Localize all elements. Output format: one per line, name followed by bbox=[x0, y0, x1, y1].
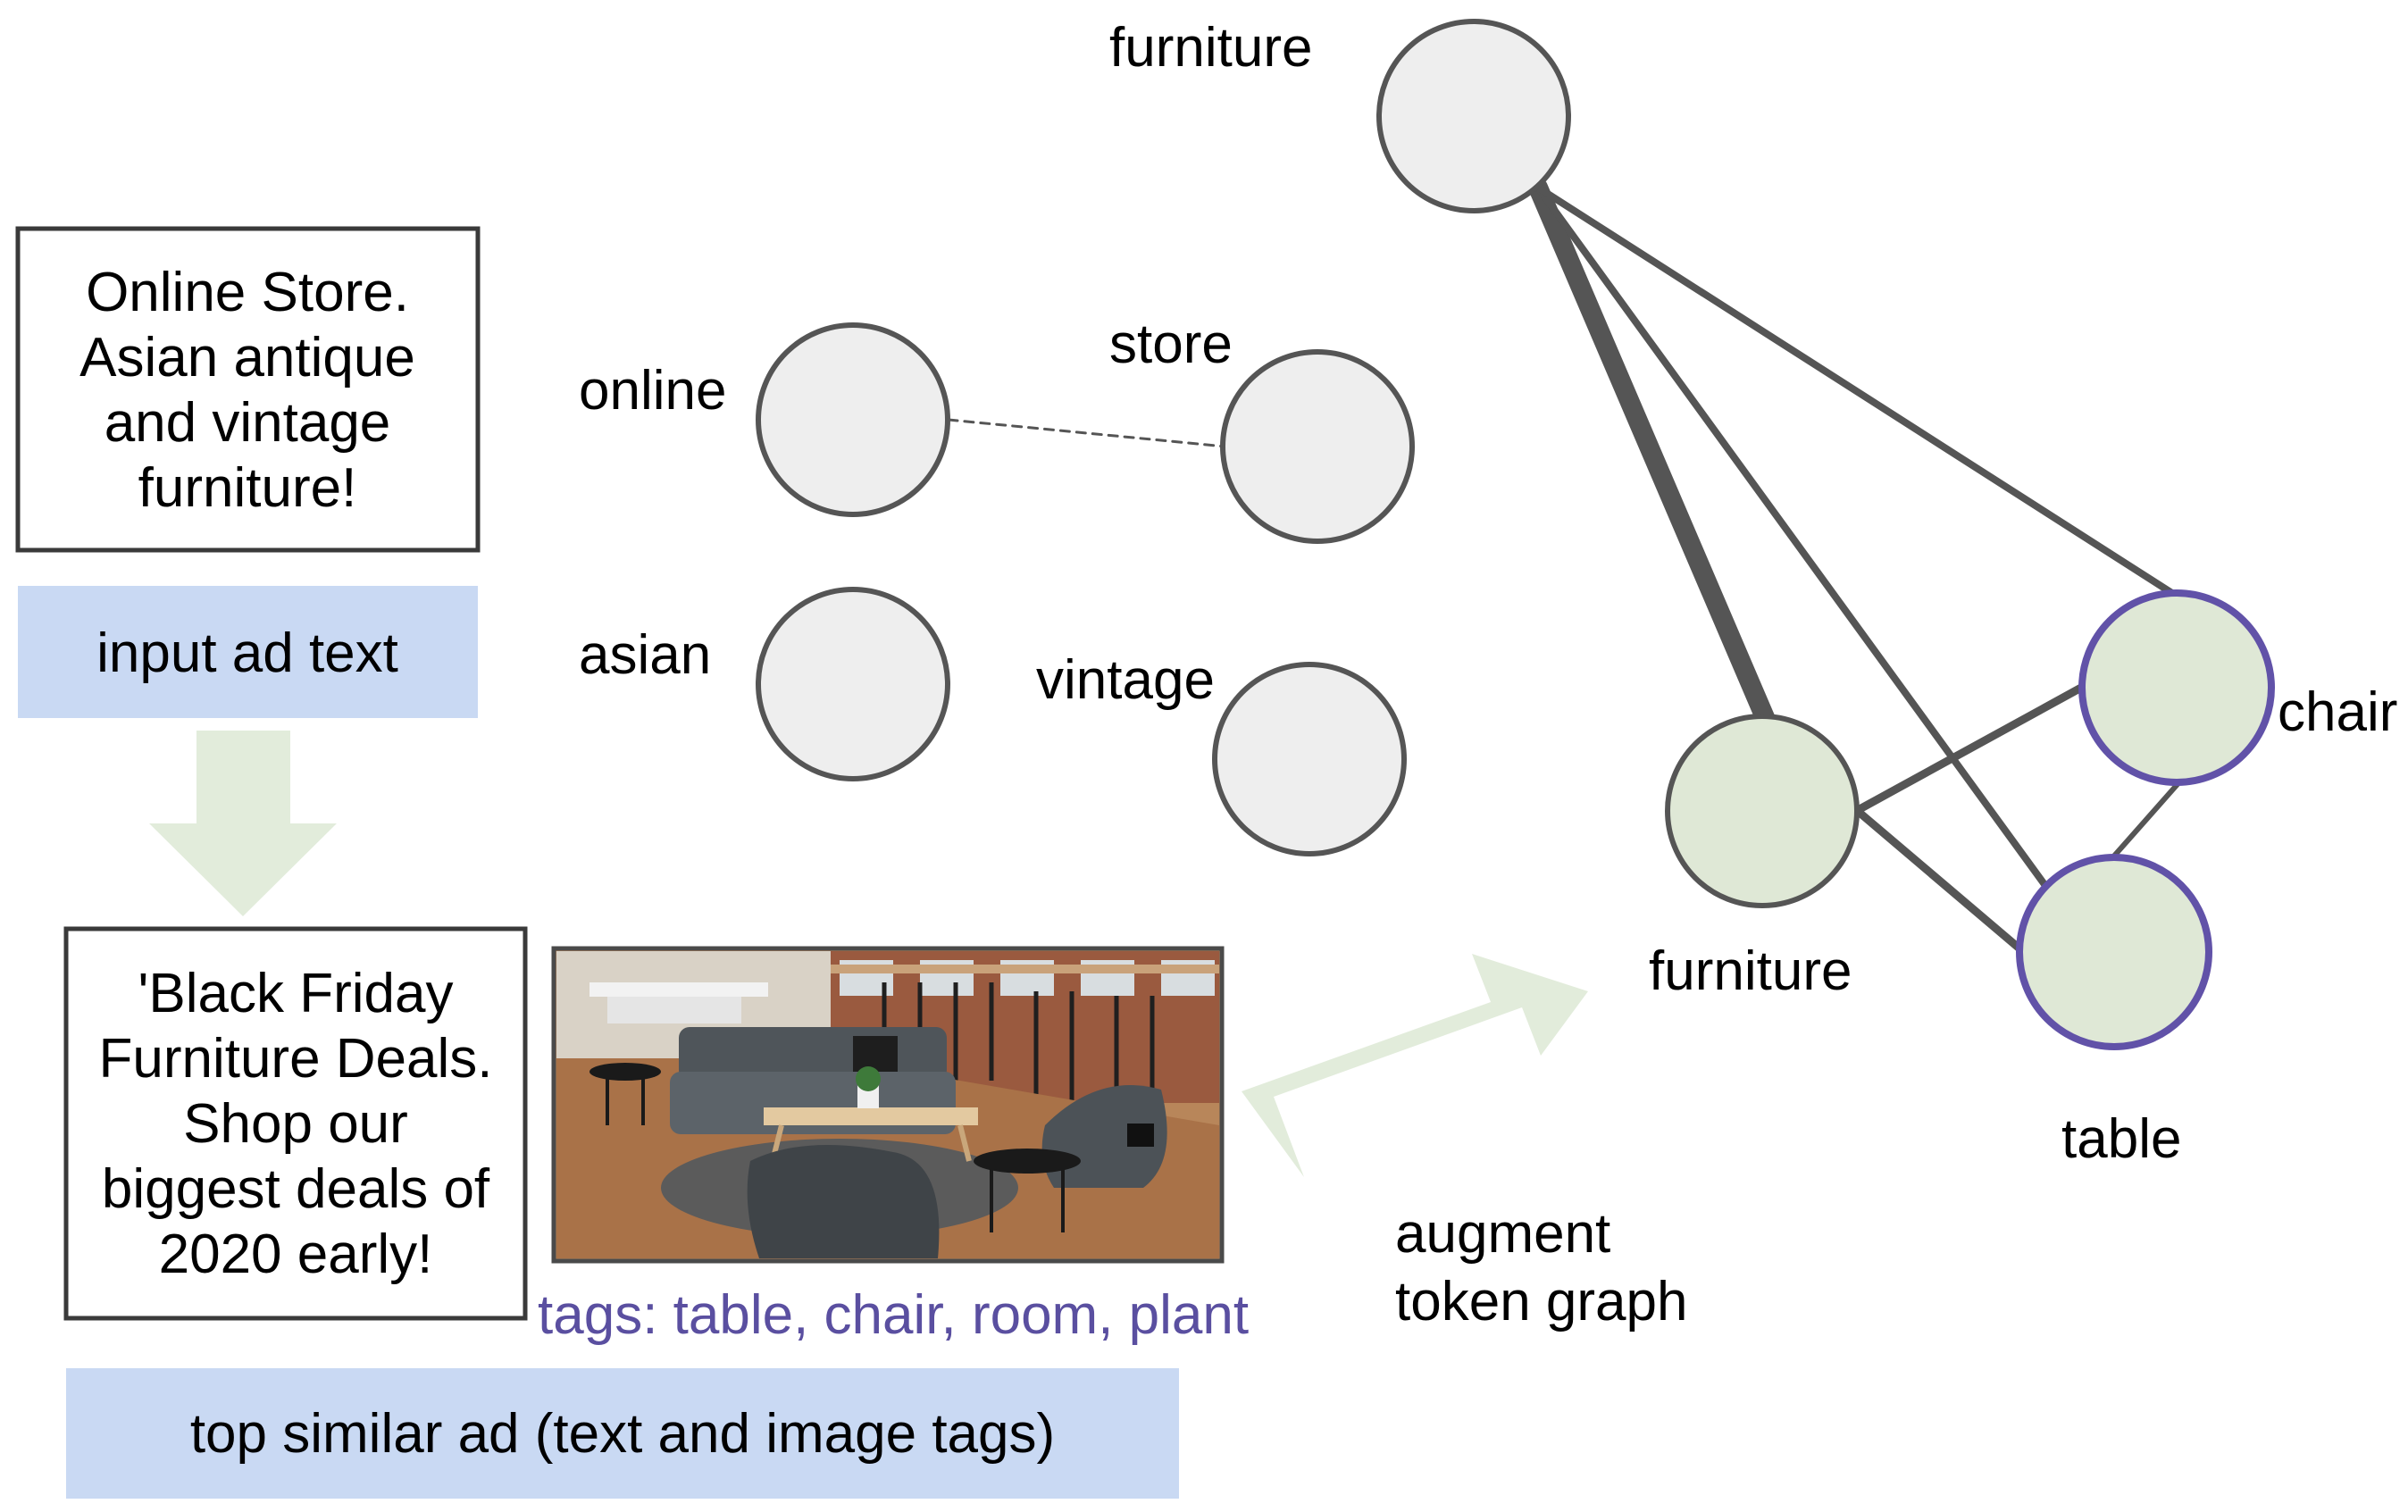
edge-chair-table bbox=[2107, 781, 2180, 864]
token-node-label: online bbox=[579, 360, 726, 422]
augmented-node-label: table bbox=[2061, 1108, 2181, 1170]
edge-furniture-top-table bbox=[1534, 184, 2054, 897]
edge-furniture-top-furniture-strong bbox=[1528, 178, 1777, 731]
edge-furniture-chair bbox=[1855, 683, 2086, 814]
token-node-label: vintage bbox=[1036, 649, 1215, 711]
token-node-online: online bbox=[579, 322, 950, 517]
similar-ad-card: 'Black Friday Furniture Deals. Shop our … bbox=[63, 926, 528, 1321]
image-tags-text: tags: table, chair, room, plant bbox=[538, 1284, 1249, 1346]
token-node-label: store bbox=[1109, 313, 1233, 375]
similar-ad-line: Furniture Deals. bbox=[98, 1028, 492, 1090]
token-node-label: furniture bbox=[1109, 17, 1312, 79]
augmented-node-label: furniture bbox=[1649, 940, 1852, 1002]
similar-ad-line: Shop our bbox=[183, 1093, 408, 1155]
input-ad-caption: input ad text bbox=[18, 586, 478, 718]
input-ad-line: furniture! bbox=[138, 457, 357, 519]
similar-ad-caption: top similar ad (text and image tags) bbox=[66, 1368, 1179, 1499]
similar-ad-line: 2020 early! bbox=[159, 1224, 433, 1285]
augment-label-line: augment bbox=[1395, 1203, 1610, 1265]
similar-ad-line: biggest deals of bbox=[102, 1158, 490, 1220]
edge-furniture-table bbox=[1855, 808, 2030, 958]
input-ad-line: Asian antique bbox=[79, 327, 415, 388]
edge-online-store bbox=[947, 418, 1227, 448]
augment-label-line: token graph bbox=[1395, 1271, 1687, 1332]
token-node-label: asian bbox=[579, 624, 711, 686]
edge-furniture-top-chair bbox=[1534, 184, 2181, 600]
down-arrow-icon bbox=[149, 731, 337, 916]
input-ad-line: and vintage bbox=[105, 392, 391, 454]
token-node-vintage: vintage bbox=[1036, 649, 1407, 856]
augmented-node-furniture: furniture bbox=[1649, 714, 1860, 1002]
augmented-node-label: chair bbox=[2278, 681, 2397, 743]
diagonal-arrow-icon bbox=[1242, 954, 1588, 1177]
augmented-node-table: table bbox=[2016, 854, 2212, 1170]
input-ad-caption-text: input ad text bbox=[96, 622, 398, 684]
token-node-furniture-top: furniture bbox=[1109, 17, 1571, 213]
input-ad-card: Online Store. Asian antique and vintage … bbox=[15, 226, 481, 553]
furniture-room-photo bbox=[551, 946, 1225, 1264]
input-ad-line: Online Store. bbox=[86, 262, 409, 323]
similar-ad-line: 'Black Friday bbox=[138, 963, 454, 1024]
augmented-node-chair: chair bbox=[2078, 589, 2397, 786]
token-node-asian: asian bbox=[579, 587, 950, 781]
similar-ad-caption-text: top similar ad (text and image tags) bbox=[190, 1403, 1055, 1465]
token-node-store: store bbox=[1109, 313, 1415, 544]
